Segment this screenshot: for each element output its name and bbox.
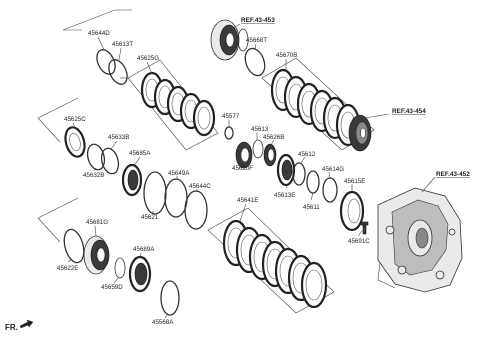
leader-lines <box>67 23 436 319</box>
part-labels: 45644D 45613T 45625G 45668T 45670B 45577… <box>57 30 370 326</box>
drum-45615E <box>339 190 365 232</box>
ring-45614G <box>322 177 338 203</box>
disc-45689A <box>128 255 152 293</box>
ring-45668T <box>244 47 266 77</box>
label-45633B[interactable]: 45633B <box>108 134 129 141</box>
clutch-45625C <box>64 126 86 158</box>
ref-label-43-454[interactable]: REF.43-454 <box>392 108 426 115</box>
label-45641E[interactable]: 45641E <box>237 197 258 204</box>
ring-45568A <box>160 280 180 316</box>
transmission-case <box>377 187 463 293</box>
label-45649A[interactable]: 45649A <box>168 170 190 177</box>
label-45668T[interactable]: 45668T <box>246 37 267 44</box>
front-direction-indicator: FR. <box>5 319 34 332</box>
label-45621[interactable]: 45621 <box>141 214 159 221</box>
ring-45611 <box>306 170 320 194</box>
bearing-45577 <box>224 126 234 140</box>
label-45614G[interactable]: 45614G <box>322 166 344 173</box>
label-45577[interactable]: 45577 <box>222 113 240 120</box>
label-45568A[interactable]: 45568A <box>152 319 174 326</box>
ring-45644C <box>184 190 208 230</box>
hub-45613E <box>276 153 296 187</box>
label-45613T[interactable]: 45613T <box>112 41 133 48</box>
label-45613[interactable]: 45613 <box>251 126 269 133</box>
hub-45620F <box>235 141 253 169</box>
ring-45622E <box>63 228 85 264</box>
label-45644D[interactable]: 45644D <box>88 30 110 37</box>
ring-45633B <box>100 147 120 175</box>
front-label: FR. <box>5 323 18 332</box>
label-45681G[interactable]: 45681G <box>86 219 108 226</box>
ring-45632B <box>86 143 106 171</box>
disc-45626B <box>263 143 277 167</box>
ref-label-43-453[interactable]: REF.43-453 <box>241 17 275 24</box>
label-45632B[interactable]: 45632B <box>83 172 104 179</box>
label-45644C[interactable]: 45644C <box>189 183 211 190</box>
ring-45659D <box>114 257 126 279</box>
label-45625C[interactable]: 45625C <box>64 116 86 123</box>
label-45670B[interactable]: 45670B <box>276 52 297 59</box>
label-45689A[interactable]: 45689A <box>133 246 155 253</box>
label-45625G[interactable]: 45625G <box>137 55 159 62</box>
label-45691C[interactable]: 45691C <box>348 238 370 245</box>
label-45612[interactable]: 45612 <box>298 151 316 158</box>
label-45613E[interactable]: 45613E <box>274 192 295 199</box>
label-45659D[interactable]: 45659D <box>101 284 123 291</box>
drum-assembly <box>210 19 249 61</box>
front-arrow-icon <box>19 319 34 329</box>
group-frames <box>37 9 375 314</box>
ring-45649A <box>164 178 188 218</box>
clutch-pack-45670B <box>270 68 361 147</box>
bolt-45691C <box>360 221 369 235</box>
label-45620F[interactable]: 45620F <box>232 165 253 172</box>
ring-45612 <box>292 162 306 186</box>
label-45611[interactable]: 45611 <box>303 204 320 211</box>
ref-label-43-452[interactable]: REF.43-452 <box>436 171 470 178</box>
label-45626B[interactable]: 45626B <box>263 134 284 141</box>
snap-ring-45644D <box>96 49 116 75</box>
snap-ring-45613T <box>108 59 128 85</box>
drum-45681G <box>83 235 110 275</box>
label-45622E[interactable]: 45622E <box>57 265 78 272</box>
clutch-pack-45641E <box>222 219 328 309</box>
reference-labels: REF.43-453 REF.43-454 REF.43-452 <box>241 17 470 178</box>
label-45685A[interactable]: 45685A <box>129 150 151 157</box>
hub-45685A <box>121 163 143 197</box>
ring-45621 <box>143 171 167 215</box>
ring-45613 <box>252 139 264 159</box>
clutch-pack-45625G <box>140 71 216 137</box>
gear-ref-43-454 <box>348 114 372 152</box>
label-45615E[interactable]: 45615E <box>344 178 365 185</box>
